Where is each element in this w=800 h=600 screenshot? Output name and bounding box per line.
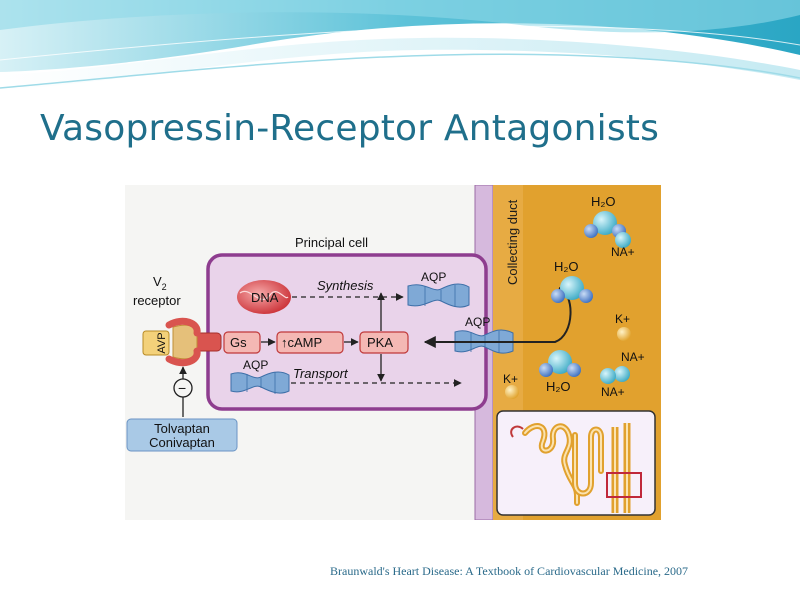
sodium-ion-icon	[600, 366, 630, 384]
aqp-transport-label: AQP	[243, 358, 268, 372]
camp-box: ↑cAMP	[276, 331, 344, 354]
nephron-inset	[496, 410, 656, 516]
vasopressin-diagram: Collecting duct Principal cell DNA Synth…	[125, 185, 661, 520]
aqp-membrane-label: AQP	[465, 315, 490, 329]
v2-receptor	[142, 317, 222, 367]
dna-label: DNA	[251, 290, 279, 305]
k-label-1: K+	[615, 312, 630, 326]
pka-label: PKA	[367, 335, 393, 350]
citation: Braunwald's Heart Disease: A Textbook of…	[330, 564, 689, 578]
decorative-wave-banner	[0, 0, 800, 100]
conivaptan-label: Conivaptan	[149, 435, 215, 450]
potassium-ion-icon	[505, 385, 519, 399]
h2o-label-3: H₂O	[546, 379, 571, 394]
h2o-label-1: H₂O	[591, 194, 616, 209]
k-label-2: K+	[503, 372, 518, 386]
avp-label: AVP	[156, 332, 168, 353]
inhibition-symbol	[173, 378, 193, 398]
slide-title: Vasopressin-Receptor Antagonists	[40, 108, 660, 149]
antagonist-drugs-box: Tolvaptan Conivaptan	[126, 418, 238, 452]
gs-label: Gs	[230, 335, 247, 350]
aqp-transport-icon	[230, 371, 290, 394]
na-label-2: NA+	[621, 350, 645, 364]
na-label-1: NA+	[611, 245, 635, 259]
inhibition-sign: −	[178, 380, 186, 396]
collecting-duct-label: Collecting duct	[505, 199, 520, 285]
receptor-label: receptor	[133, 293, 181, 308]
aqp-synthesis-label: AQP	[421, 270, 446, 284]
aqp-vesicle-icon	[407, 283, 470, 308]
synthesis-label: Synthesis	[317, 278, 374, 293]
camp-label: ↑cAMP	[281, 335, 322, 350]
highlight-box	[606, 472, 642, 498]
sodium-ion-icon	[615, 232, 631, 248]
principal-cell-label: Principal cell	[295, 235, 368, 250]
na-label-3: NA+	[601, 385, 625, 399]
gs-box: Gs	[223, 331, 261, 354]
water-molecule-icon	[551, 276, 593, 303]
v2-receptor-label: V2	[153, 274, 167, 292]
h2o-label-2: H₂O	[554, 259, 579, 274]
dna-icon: DNA	[237, 280, 291, 314]
pka-box: PKA	[359, 331, 409, 354]
water-molecule-icon	[539, 350, 581, 377]
potassium-ion-icon	[617, 327, 631, 341]
tolvaptan-label: Tolvaptan	[154, 421, 210, 436]
transport-label: Transport	[293, 366, 349, 381]
